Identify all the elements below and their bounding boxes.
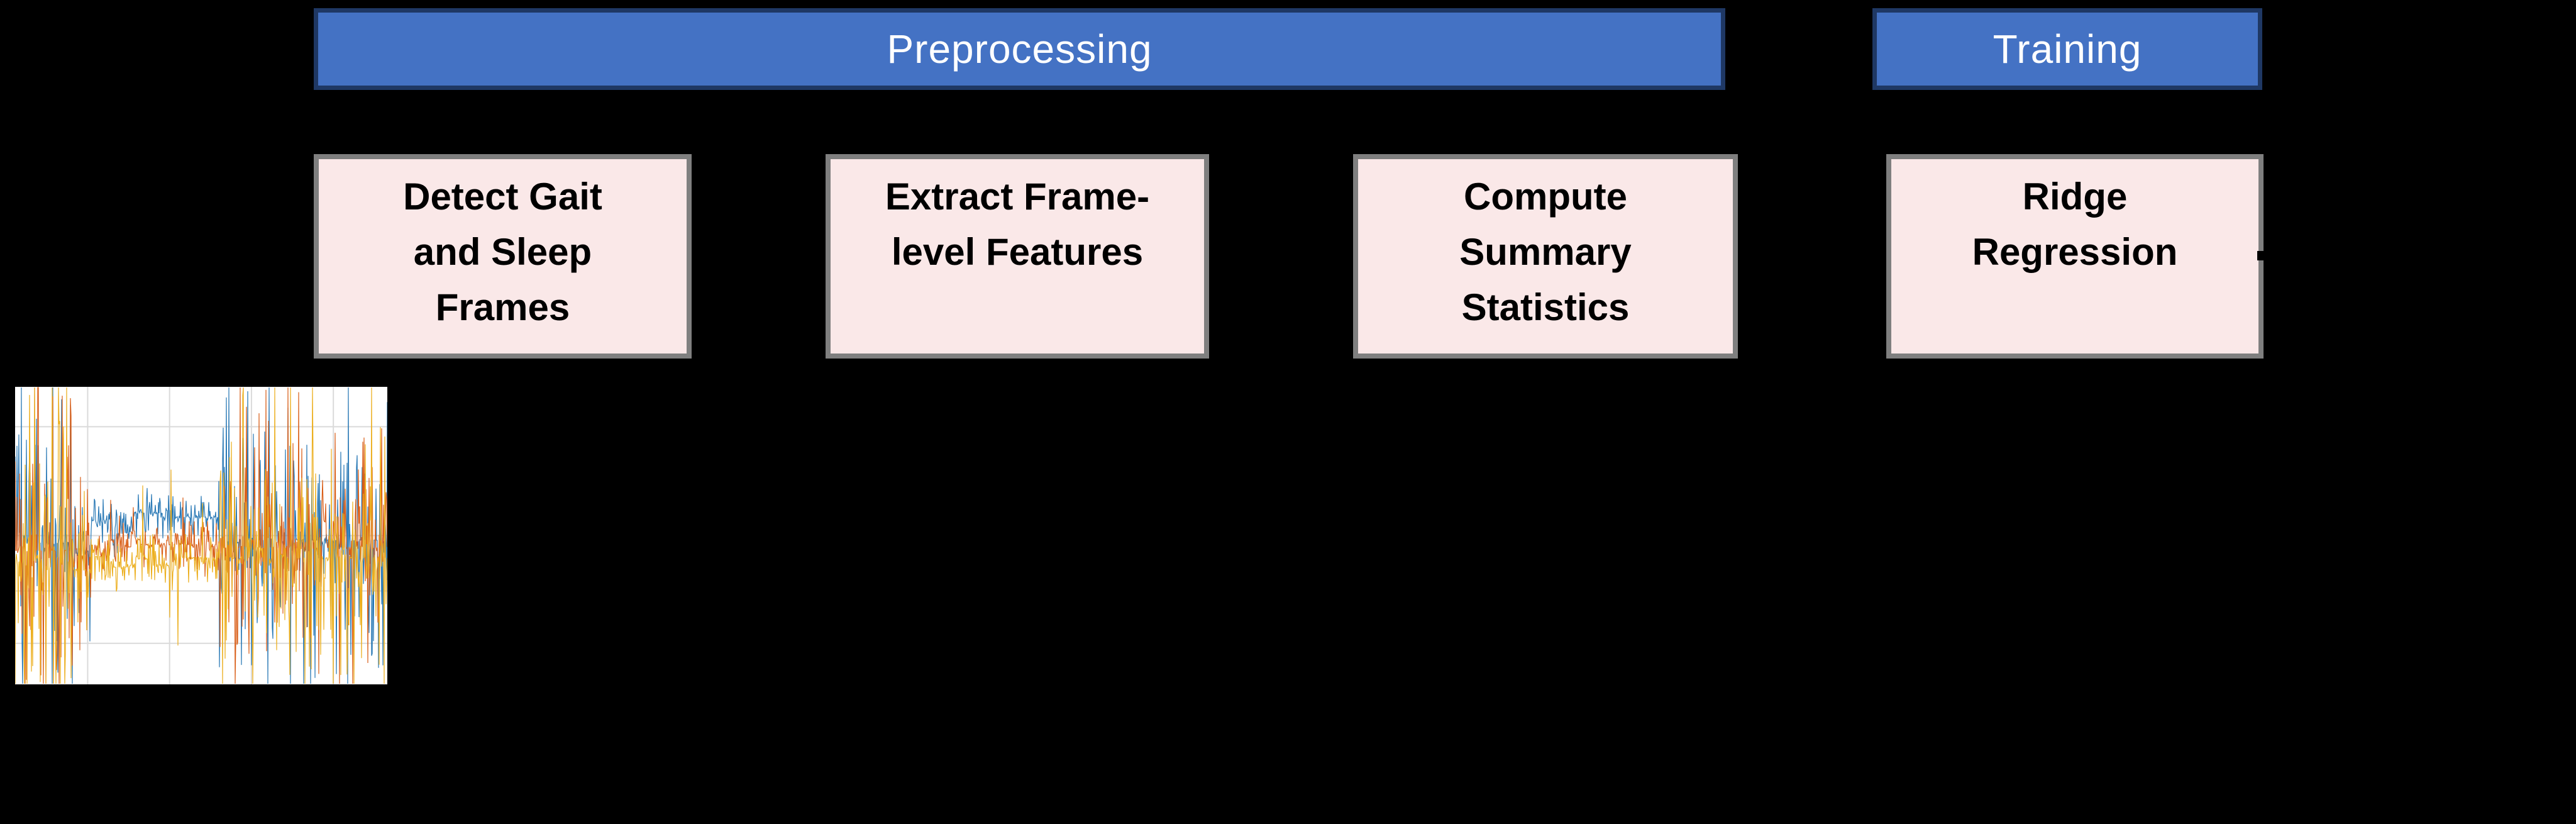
step-detect-gait-and-sleep-frames: Detect Gait and Sleep Frames (314, 154, 692, 359)
step-extract-frame-level-features: Extract Frame- level Features (826, 154, 1209, 359)
connector-stub (2257, 251, 2290, 260)
banner-training: Training (1872, 8, 2262, 90)
signal-plot-thumbnail (15, 387, 387, 684)
step-ridge-regression: Ridge Regression (1886, 154, 2264, 359)
step-compute-summary-statistics: Compute Summary Statistics (1353, 154, 1738, 359)
banner-preprocessing-label: Preprocessing (887, 26, 1153, 72)
signal-plot-svg (15, 387, 387, 684)
banner-preprocessing: Preprocessing (314, 8, 1725, 90)
signal-series-axis-3-gold (15, 387, 387, 684)
banner-training-label: Training (1993, 26, 2142, 72)
signal-series-axis-2-orange (15, 387, 387, 684)
